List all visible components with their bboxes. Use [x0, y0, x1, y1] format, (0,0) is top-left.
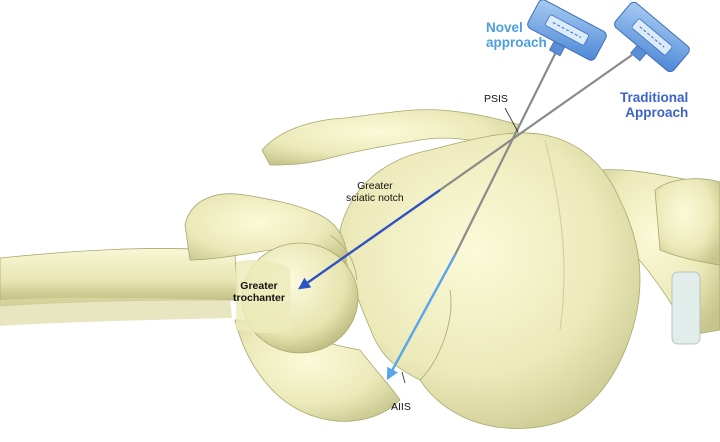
traditional-arrow: [298, 189, 441, 290]
traditional-needle: [439, 54, 633, 191]
vertebra: [654, 178, 720, 266]
traditional-approach-line2: Approach: [625, 105, 689, 120]
greater-trochanter-label: Greater trochanter: [233, 280, 285, 304]
femoral-neck: [236, 260, 292, 334]
greater-sciatic-notch-label: Greater sciatic notch: [346, 180, 404, 204]
trochanter-line2: trochanter: [233, 292, 285, 304]
trochanter-line1: Greater: [240, 280, 278, 292]
psis-label: PSIS: [484, 93, 508, 105]
novel-approach-line2: approach: [486, 35, 547, 50]
notch-line2: sciatic notch: [346, 192, 404, 204]
femur-lower-shaft: [0, 297, 232, 326]
novel-approach-label: Novel approach: [486, 20, 547, 50]
intervertebral-disc: [671, 271, 701, 345]
bone-contour: [544, 139, 565, 331]
psis-leader-line: [504, 107, 519, 133]
novel-approach-line1: Novel: [486, 20, 523, 35]
novel-arrow: [386, 254, 457, 381]
needle-handle-icon: [614, 1, 690, 73]
notch-line1: Greater: [357, 180, 393, 192]
novel-needle: [454, 51, 557, 256]
traditional-approach-label: Traditional Approach: [620, 90, 688, 120]
traditional-approach-line1: Traditional: [620, 90, 689, 105]
aiis-leader-line: [401, 371, 406, 384]
needle-handle-icon: [527, 0, 607, 61]
bone-contour: [419, 289, 452, 381]
aiis-label: AIIS: [391, 401, 411, 413]
